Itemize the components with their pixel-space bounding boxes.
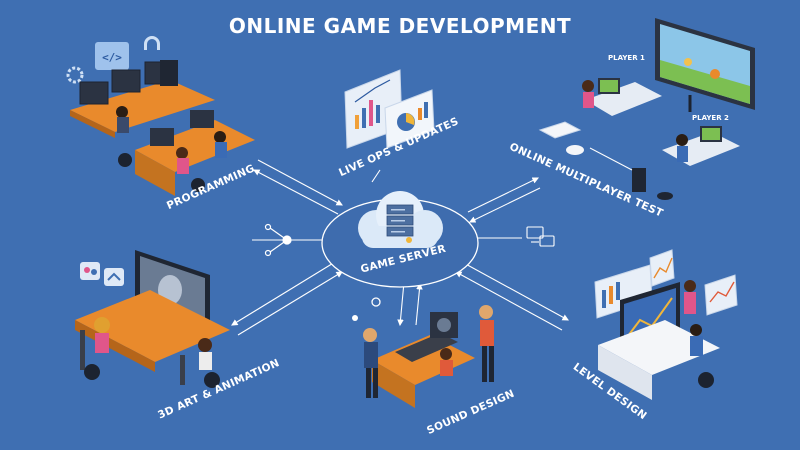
arrow-server-to-art [231,261,336,326]
palette-icon [80,262,100,280]
arrow-programming-to-server [257,159,343,206]
arrow-level-to-server [455,271,563,331]
chart-icon [354,79,391,129]
programming-scene: </> [66,36,255,196]
art-label: 3D ART & ANIMATION [156,357,281,422]
arrow-server-to-programming [253,169,339,215]
code-icon [95,42,129,70]
connector-arrows [231,159,569,336]
arrow-sound-to-server [415,282,423,326]
game-server-hub: GAME SERVER [321,191,479,288]
sound-label: SOUND DESIGN [425,388,516,437]
chart-icon [704,274,738,316]
arrow-liveops-link [371,169,381,183]
arrow-art-to-server [237,271,343,336]
page-title: ONLINE GAME DEVELOPMENT [228,14,572,38]
network-node-icon [264,223,292,257]
arrow-server-to-sound [397,281,405,327]
level-scene [594,249,738,400]
arrow-server-to-multiplayer [467,177,539,213]
arrow-server-to-level [461,261,569,321]
arrow-multiplayer-to-server [469,187,541,223]
computers-icon [526,226,555,247]
live-ops-scene [344,69,435,149]
svg-text:</>: </> [102,51,122,64]
server-icon [386,204,414,243]
gear-icon [66,66,84,84]
player1-label: PLAYER 1 [608,54,645,62]
headset-icon [144,36,160,50]
art-scene [75,250,230,388]
sound-scene [363,305,494,408]
player2-label: PLAYER 2 [692,114,729,122]
multiplayer-scene: PLAYER 1 PLAYER 2 [538,18,755,200]
monitor-icon [594,249,675,319]
connector-node-bottom [352,297,381,321]
